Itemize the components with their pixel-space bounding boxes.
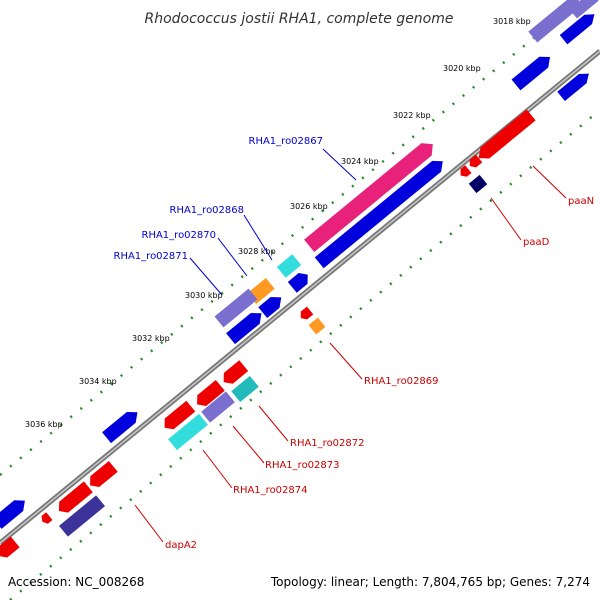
label-leaders xyxy=(134,148,567,543)
gene-label[interactable]: paaD xyxy=(523,237,550,248)
gene-arrow[interactable] xyxy=(86,460,118,491)
gene-arrow[interactable] xyxy=(287,269,312,293)
gene-label[interactable]: RHA1_ro02873 xyxy=(265,460,340,471)
gene-paaN[interactable] xyxy=(474,109,536,164)
gene-labels-lower: paaN paaD RHA1_ro02869 RHA1_ro02872 RHA1… xyxy=(165,196,594,551)
kbp-label: 3034 kbp xyxy=(79,377,117,386)
kbp-scale: 3018 kbp 3020 kbp 3022 kbp 3024 kbp 3026… xyxy=(25,17,531,429)
gene-arrow[interactable] xyxy=(511,52,555,91)
gene-ro02867[interactable] xyxy=(304,138,438,252)
gene-arrow[interactable] xyxy=(219,360,249,387)
gene-arrow[interactable] xyxy=(467,154,483,170)
gene-arrow[interactable] xyxy=(39,512,53,525)
gene-ro02872[interactable] xyxy=(231,375,259,403)
outer-ruler-top xyxy=(0,0,583,476)
gene-label[interactable]: RHA1_ro02874 xyxy=(233,485,308,496)
gene-arrow[interactable] xyxy=(528,0,583,43)
gene-ro02868[interactable] xyxy=(276,254,302,278)
kbp-label: 3018 kbp xyxy=(493,17,531,26)
reverse-genes xyxy=(0,109,536,562)
gene-label[interactable]: RHA1_ro02870 xyxy=(142,230,217,241)
gene-ro02874[interactable] xyxy=(168,413,208,451)
gene-label[interactable]: paaN xyxy=(568,196,594,207)
gene-arrow[interactable] xyxy=(557,69,592,102)
gene-label[interactable]: RHA1_ro02867 xyxy=(249,136,324,147)
map-title: Rhodococcus jostii RHA1, complete genome xyxy=(144,11,453,27)
kbp-label: 3022 kbp xyxy=(393,111,431,120)
gene-ro02871[interactable] xyxy=(214,288,258,328)
gene-arrow[interactable] xyxy=(457,165,472,179)
topology-text: Topology: linear; Length: 7,804,765 bp; … xyxy=(270,575,590,589)
accession-text: Accession: NC_008268 xyxy=(8,575,144,589)
gene-arrow[interactable] xyxy=(102,407,142,444)
gene-dapA2[interactable] xyxy=(59,495,105,537)
gene-arrow[interactable] xyxy=(0,495,29,529)
outer-ruler-bottom xyxy=(9,109,600,600)
gene-label[interactable]: RHA1_ro02869 xyxy=(364,376,439,387)
gene-ro02869[interactable] xyxy=(308,317,326,335)
gene-ro02873[interactable] xyxy=(201,391,235,423)
kbp-label: 3020 kbp xyxy=(443,64,481,73)
kbp-label: 3032 kbp xyxy=(132,334,170,343)
kbp-label: 3026 kbp xyxy=(290,202,328,211)
gene-arrow[interactable] xyxy=(559,10,599,45)
gene-arrow[interactable] xyxy=(314,156,448,269)
kbp-label: 3028 kbp xyxy=(238,247,276,256)
gene-arrow[interactable] xyxy=(258,292,285,319)
forward-genes xyxy=(0,0,599,529)
gene-arrow[interactable] xyxy=(298,306,314,322)
gene-label[interactable]: dapA2 xyxy=(165,540,197,551)
gene-arrow[interactable] xyxy=(55,481,93,516)
gene-arrow[interactable] xyxy=(160,400,196,433)
gene-label[interactable]: RHA1_ro02872 xyxy=(290,438,365,449)
gene-arrow[interactable] xyxy=(0,536,20,562)
gene-labels-upper: RHA1_ro02867 RHA1_ro02868 RHA1_ro02870 R… xyxy=(114,136,324,262)
gene-arrow[interactable] xyxy=(226,308,266,345)
kbp-label: 3036 kbp xyxy=(25,420,63,429)
kbp-label: 3030 kbp xyxy=(185,291,223,300)
kbp-label: 3024 kbp xyxy=(341,157,379,166)
gene-arrow[interactable] xyxy=(193,379,225,410)
gene-label[interactable]: RHA1_ro02871 xyxy=(114,251,189,262)
gene-arrow[interactable] xyxy=(569,0,599,19)
gene-label[interactable]: RHA1_ro02868 xyxy=(170,205,245,216)
gene-paaD[interactable] xyxy=(468,174,488,194)
